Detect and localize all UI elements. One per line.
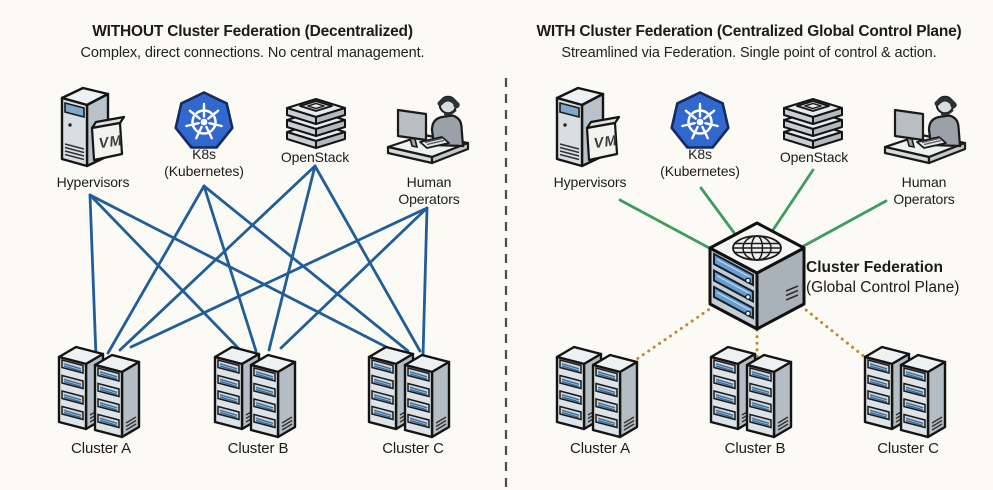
human-operators-label: Human Operators	[398, 174, 460, 207]
cluster-a-icon	[557, 347, 637, 437]
cluster-c-label: Cluster C	[382, 440, 444, 457]
hypervisor-icon	[60, 86, 126, 168]
mesh-line-operators-cluster-c	[421, 206, 429, 358]
cluster-c-label: Cluster C	[877, 440, 939, 457]
human-operator-icon	[388, 97, 468, 163]
cluster-a-label: Cluster A	[570, 440, 630, 457]
k8s-label: K8s (Kubernetes)	[164, 146, 244, 179]
mesh-line-hypervisors-cluster-a	[88, 193, 98, 359]
federation-vents	[785, 285, 799, 301]
sync-dotted-lines	[632, 304, 868, 363]
openstack-label: OpenStack	[280, 149, 350, 165]
mesh-line-openstack-cluster-a	[118, 164, 317, 352]
sync-line-cluster-c	[799, 304, 868, 360]
cluster-b-icon	[711, 347, 791, 437]
cluster-b-label: Cluster B	[227, 440, 289, 457]
sync-line-cluster-a	[632, 304, 716, 363]
federation-line-openstack	[769, 168, 815, 235]
globe-icon	[732, 235, 782, 261]
cluster-b-icon	[215, 347, 295, 437]
federation-line-hypervisors	[618, 198, 715, 252]
openstack-icon	[286, 98, 346, 149]
kubernetes-icon	[174, 91, 234, 149]
mesh-line-operators-cluster-a	[129, 206, 429, 349]
human-operator-icon	[885, 97, 965, 163]
mesh-line-hypervisors-cluster-c	[88, 193, 398, 354]
federation-box-icon	[708, 221, 806, 331]
k8s-label: K8s (Kubernetes)	[660, 146, 740, 179]
right-panel-subtitle: Streamlined via Federation. Single point…	[561, 45, 937, 61]
openstack-icon	[783, 98, 843, 149]
left-panel-title: WITHOUT Cluster Federation (Decentralize…	[92, 23, 413, 40]
hypervisors-label: Hypervisors	[553, 174, 627, 190]
mesh-line-k8s-cluster-a	[106, 184, 206, 355]
right-panel-title: WITH Cluster Federation (Centralized Glo…	[536, 23, 962, 40]
cluster-c-icon	[369, 347, 449, 437]
federation-line-k8s	[699, 186, 737, 236]
right-panel-header: WITH Cluster Federation (Centralized Glo…	[505, 23, 993, 61]
cluster-federation-label: Cluster Federation (Global Control Plane…	[806, 259, 960, 296]
hypervisor-icon	[555, 86, 621, 168]
mesh-line-k8s-cluster-c	[202, 184, 410, 353]
mesh-line-hypervisors-cluster-b	[88, 193, 244, 354]
federation-connection-lines	[618, 168, 888, 252]
cluster-b-label: Cluster B	[724, 440, 786, 457]
cluster-a-icon	[59, 347, 139, 437]
mesh-line-openstack-cluster-b	[267, 164, 317, 352]
left-panel-header: WITHOUT Cluster Federation (Decentralize…	[0, 23, 505, 61]
human-operators-label: Human Operators	[893, 174, 955, 207]
hypervisors-label: Hypervisors	[56, 174, 130, 190]
openstack-label: OpenStack	[779, 149, 849, 165]
cluster-c-icon	[865, 347, 945, 437]
mesh-line-k8s-cluster-b	[202, 184, 258, 353]
mesh-connection-lines	[88, 164, 429, 359]
cluster-a-label: Cluster A	[71, 440, 131, 457]
mesh-line-operators-cluster-b	[279, 206, 429, 350]
kubernetes-icon	[670, 91, 730, 149]
left-panel-subtitle: Complex, direct connections. No central …	[80, 45, 425, 61]
federation-line-operators	[798, 199, 888, 250]
federation-server-bays	[713, 252, 754, 320]
